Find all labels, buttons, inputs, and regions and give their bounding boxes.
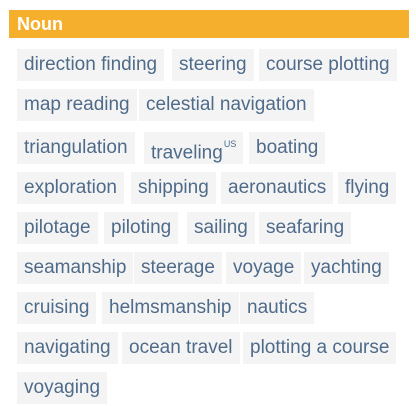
- synonym-tag[interactable]: travelingUS: [144, 132, 244, 164]
- synonym-tag[interactable]: helmsmanship: [102, 292, 239, 324]
- synonym-tag[interactable]: yachting: [304, 252, 389, 284]
- synonym-tag[interactable]: pilotage: [17, 212, 98, 244]
- synonym-tag[interactable]: direction finding: [17, 49, 165, 81]
- synonym-tag[interactable]: voyaging: [17, 372, 108, 404]
- synonym-tag[interactable]: ocean travel: [122, 332, 240, 364]
- synonym-tag[interactable]: steerage: [134, 252, 222, 284]
- synonym-tag[interactable]: steering: [172, 49, 254, 81]
- synonym-tag[interactable]: seafaring: [259, 212, 352, 244]
- synonym-tag[interactable]: course plotting: [259, 49, 397, 81]
- synonym-tag[interactable]: cruising: [17, 292, 97, 324]
- synonym-tag[interactable]: celestial navigation: [139, 89, 314, 121]
- synonym-tag[interactable]: exploration: [17, 172, 124, 204]
- synonym-tag[interactable]: sailing: [187, 212, 255, 244]
- synonym-tag[interactable]: voyage: [226, 252, 302, 284]
- part-of-speech-header: Noun: [9, 10, 409, 38]
- synonym-tag[interactable]: triangulation: [17, 132, 135, 164]
- synonym-tag[interactable]: shipping: [131, 172, 216, 204]
- synonym-tag[interactable]: navigating: [17, 332, 118, 364]
- synonym-tag[interactable]: piloting: [104, 212, 179, 244]
- synonym-tag[interactable]: map reading: [17, 89, 137, 121]
- region-marker: US: [223, 139, 237, 149]
- synonym-tag[interactable]: aeronautics: [221, 172, 334, 204]
- synonym-tag[interactable]: flying: [338, 172, 397, 204]
- synonym-tag[interactable]: seamanship: [17, 252, 134, 284]
- synonym-tag[interactable]: nautics: [240, 292, 315, 324]
- synonym-tag[interactable]: boating: [249, 132, 326, 164]
- synonym-tag[interactable]: plotting a course: [243, 332, 397, 364]
